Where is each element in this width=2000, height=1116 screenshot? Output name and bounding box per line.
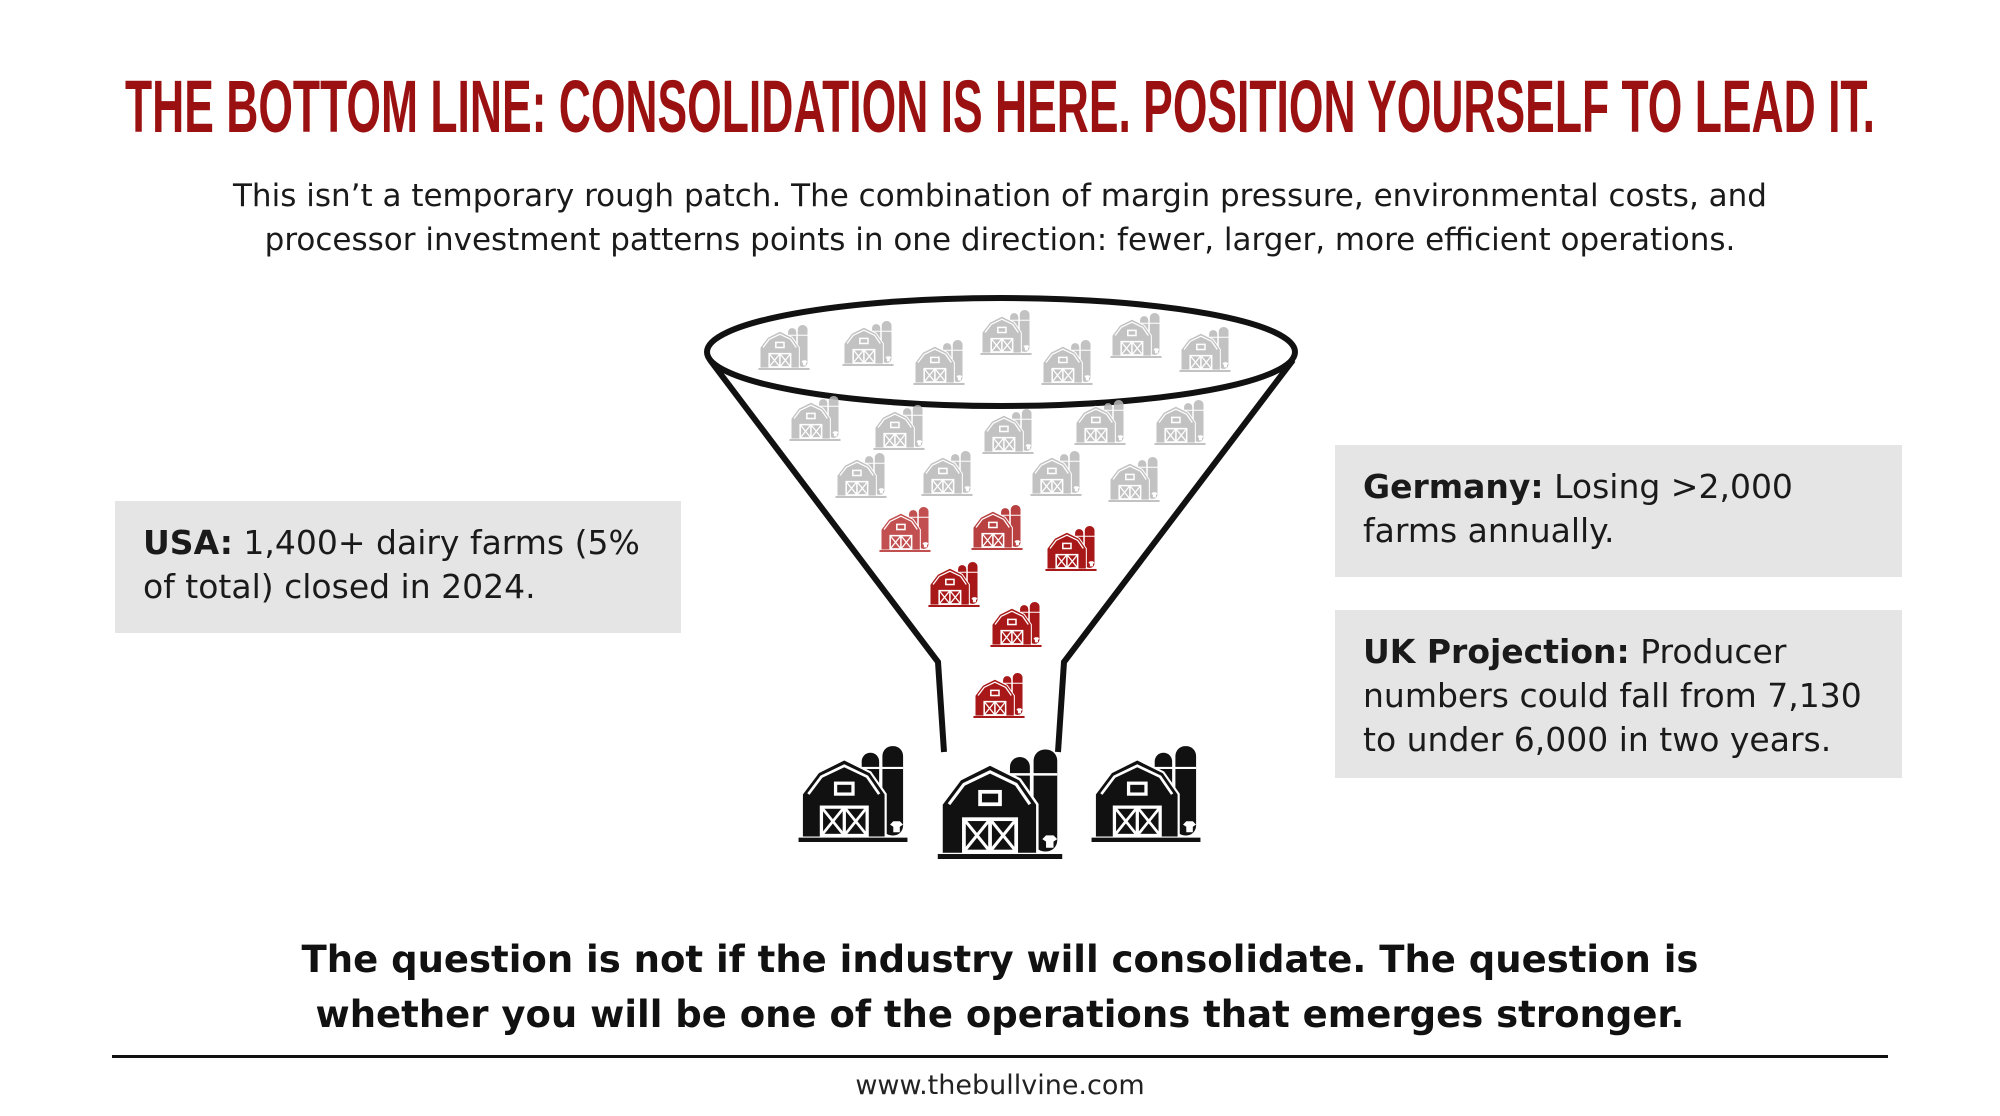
conclusion-line: whether you will be one of the operation…: [315, 993, 1685, 1036]
barn-icon: [1154, 399, 1206, 445]
page-title: THE BOTTOM LINE: CONSOLIDATION IS HERE. …: [125, 65, 1875, 148]
barn-icon: [1179, 326, 1231, 372]
barn-icon: [913, 339, 965, 385]
barn-icon: [928, 561, 980, 607]
barn-icon: [1041, 339, 1093, 385]
barn-icon: [1108, 456, 1160, 502]
large-farms-black: [796, 744, 1203, 859]
barn-icon: [982, 408, 1034, 454]
barn-icon: [973, 672, 1025, 718]
barn-icon: [842, 320, 894, 366]
usa-callout: USA: 1,400+ dairy farms (5% of total) cl…: [115, 501, 681, 633]
barn-icon: [938, 749, 1062, 859]
callout-label: Germany:: [1363, 467, 1544, 506]
germany-callout: Germany: Losing >2,000 farms annually.: [1335, 445, 1902, 577]
subtitle-line: This isn’t a temporary rough patch. The …: [233, 178, 1767, 214]
barn-icon: [1045, 525, 1097, 571]
subtitle-line: processor investment patterns points in …: [264, 222, 1736, 258]
barn-icon: [1030, 450, 1082, 496]
barn-icon: [873, 404, 925, 450]
barn-icon: [990, 601, 1042, 647]
barn-icon: [796, 744, 910, 842]
barn-icon: [758, 324, 810, 370]
subtitle: This isn’t a temporary rough patch. The …: [100, 174, 1900, 262]
conclusion-line: The question is not if the industry will…: [301, 938, 1699, 981]
callout-label: UK Projection:: [1363, 632, 1630, 671]
barn-icon: [835, 452, 887, 498]
conclusion: The question is not if the industry will…: [100, 932, 1900, 1042]
barn-icon: [789, 395, 841, 441]
barn-icon: [921, 450, 973, 496]
funnel-outline: [704, 295, 1298, 753]
callout-text: Producer numbers could fall from 7,130 t…: [1363, 632, 1862, 759]
title-text: THE BOTTOM LINE: CONSOLIDATION IS HERE. …: [125, 65, 1875, 148]
barn-icon: [879, 506, 931, 552]
barn-icon: [971, 504, 1023, 550]
uk-callout: UK Projection: Producer numbers could fa…: [1335, 610, 1902, 778]
barn-icon: [1089, 744, 1203, 842]
callout-text: 1,400+ dairy farms (5% of total) closed …: [143, 523, 640, 606]
callout-text: Losing >2,000 farms annually.: [1363, 467, 1793, 550]
callout-label: USA:: [143, 523, 233, 562]
barn-icon: [1110, 312, 1162, 358]
barn-icon: [980, 309, 1032, 355]
site-url[interactable]: www.thebullvine.com: [855, 1070, 1145, 1101]
divider: [112, 1055, 1888, 1058]
